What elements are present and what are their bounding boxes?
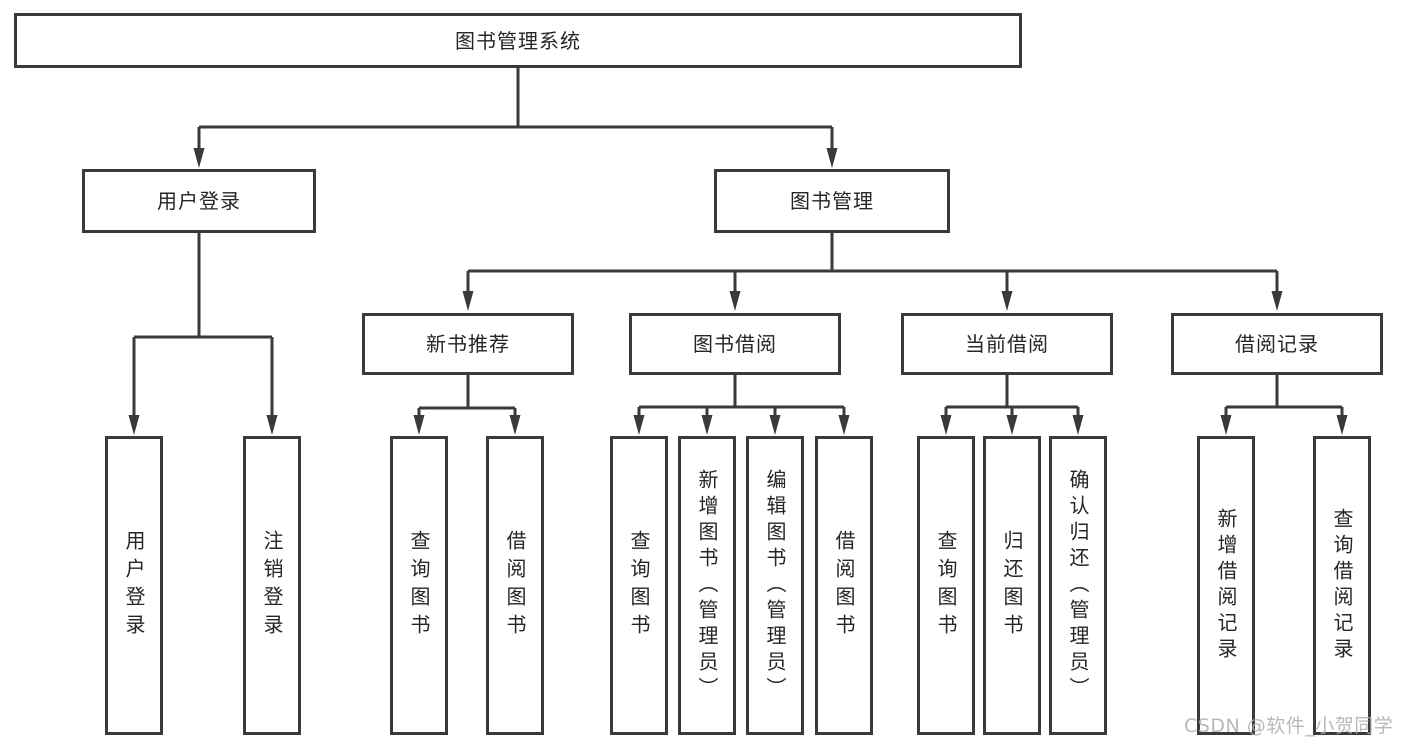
- node-new-book-recommend: 新书推荐: [362, 313, 574, 375]
- leaf-nb-borrow-book: 借阅图书: [486, 436, 544, 735]
- node-current-borrowing: 当前借阅: [901, 313, 1113, 375]
- leaf-cb-confirm-return-admin: 确认归还（管理员）: [1049, 436, 1107, 735]
- csdn-watermark: CSDN @软件_小贺同学: [1184, 715, 1394, 737]
- arrowhead: [838, 415, 850, 435]
- connector-bookmgmt-to-level3: [466, 233, 1279, 294]
- arrowhead: [193, 148, 205, 168]
- leaf-logout: 注销登录: [243, 436, 301, 735]
- node-borrowing-records: 借阅记录: [1171, 313, 1383, 375]
- arrowhead: [633, 415, 645, 435]
- leaf-br-query-record: 查询借阅记录: [1313, 436, 1371, 735]
- leaf-cb-return-book: 归还图书: [983, 436, 1041, 735]
- arrowhead: [1006, 415, 1018, 435]
- leaf-bb-query-book: 查询图书: [610, 436, 668, 735]
- arrowhead: [769, 415, 781, 435]
- arrowhead: [462, 291, 474, 311]
- arrowhead: [1001, 291, 1013, 311]
- leaf-user-login: 用户登录: [105, 436, 163, 735]
- node-user-login: 用户登录: [82, 169, 316, 233]
- connector-root-to-level2: [197, 68, 834, 150]
- arrowhead: [266, 415, 278, 435]
- arrowhead: [826, 148, 838, 168]
- leaf-cb-query-book: 查询图书: [917, 436, 975, 735]
- leaf-bb-borrow-book: 借阅图书: [815, 436, 873, 735]
- arrowhead: [1072, 415, 1084, 435]
- arrowhead: [1336, 415, 1348, 435]
- connector-newbook-to-leaves: [417, 375, 517, 418]
- node-book-borrowing: 图书借阅: [629, 313, 841, 375]
- connector-borrowing-to-leaves: [637, 375, 846, 418]
- arrowhead: [701, 415, 713, 435]
- leaf-bb-edit-book-admin: 编辑图书（管理员）: [746, 436, 804, 735]
- arrowhead: [729, 291, 741, 311]
- leaf-nb-query-book: 查询图书: [390, 436, 448, 735]
- connector-userlogin-to-leaves: [132, 233, 274, 418]
- node-root: 图书管理系统: [14, 13, 1022, 68]
- node-book-management: 图书管理: [714, 169, 950, 233]
- connector-current-to-leaves: [944, 375, 1080, 418]
- arrowhead: [509, 415, 521, 435]
- arrowhead: [1271, 291, 1283, 311]
- leaf-bb-add-book-admin: 新增图书（管理员）: [678, 436, 736, 735]
- arrowhead: [1220, 415, 1232, 435]
- arrowhead: [413, 415, 425, 435]
- arrowhead: [940, 415, 952, 435]
- leaf-br-add-record: 新增借阅记录: [1197, 436, 1255, 735]
- arrowhead: [128, 415, 140, 435]
- connector-records-to-leaves: [1224, 375, 1344, 418]
